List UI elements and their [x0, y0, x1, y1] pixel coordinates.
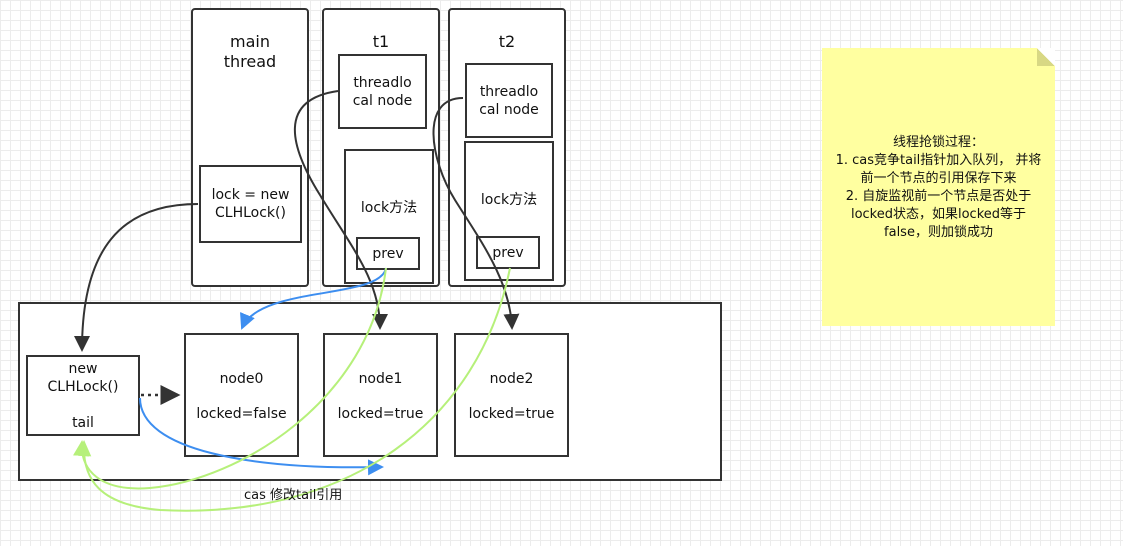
node1-box: node1 locked=true [323, 333, 438, 457]
main-thread-title: main thread [223, 32, 277, 71]
t1-thread-box: t1 threadlo cal node lock方法 prev [322, 8, 440, 287]
sticky-note: 线程抢锁过程： 1. cas竞争tail指针加入队列， 并将前一个节点的引用保存… [822, 48, 1055, 326]
node0-name: node0 [219, 371, 264, 387]
node1-name: node1 [358, 371, 403, 387]
main-thread-box: main thread lock = new CLHLock() [191, 8, 309, 287]
t1-prev-box: prev [356, 237, 420, 270]
note-text: 线程抢锁过程： 1. cas竞争tail指针加入队列， 并将前一个节点的引用保存… [835, 135, 1042, 240]
note-fold-corner [1037, 48, 1055, 66]
clh-lock-tail-text: new CLHLock() tail [47, 360, 119, 431]
t1-lock-method-label: lock方法 [360, 200, 418, 216]
main-lock-text: lock = new CLHLock() [211, 187, 290, 221]
t2-threadlocal-text: threadlo cal node [479, 83, 539, 118]
t2-threadlocal-box: threadlo cal node [465, 63, 553, 138]
t1-lock-method-box: lock方法 prev [344, 149, 434, 284]
t2-lock-method-box: lock方法 prev [464, 141, 554, 281]
t1-threadlocal-box: threadlo cal node [338, 54, 427, 129]
t1-prev-label: prev [372, 245, 404, 262]
t1-threadlocal-text: threadlo cal node [352, 74, 413, 109]
t2-title: t2 [498, 32, 516, 51]
t2-prev-box: prev [476, 236, 540, 269]
t2-prev-label: prev [492, 244, 524, 261]
t2-lock-method-label: lock方法 [480, 192, 538, 208]
node2-state: locked=true [468, 406, 555, 422]
node2-name: node2 [489, 371, 534, 387]
main-lock-box: lock = new CLHLock() [199, 165, 302, 243]
clh-lock-tail-box: new CLHLock() tail [26, 355, 140, 436]
node0-state: locked=false [196, 406, 287, 422]
node2-box: node2 locked=true [454, 333, 569, 457]
t1-title: t1 [372, 32, 390, 51]
node1-state: locked=true [337, 406, 424, 422]
t2-thread-box: t2 threadlo cal node lock方法 prev [448, 8, 566, 287]
cas-label: cas 修改tail引用 [244, 488, 343, 503]
node0-box: node0 locked=false [184, 333, 299, 457]
